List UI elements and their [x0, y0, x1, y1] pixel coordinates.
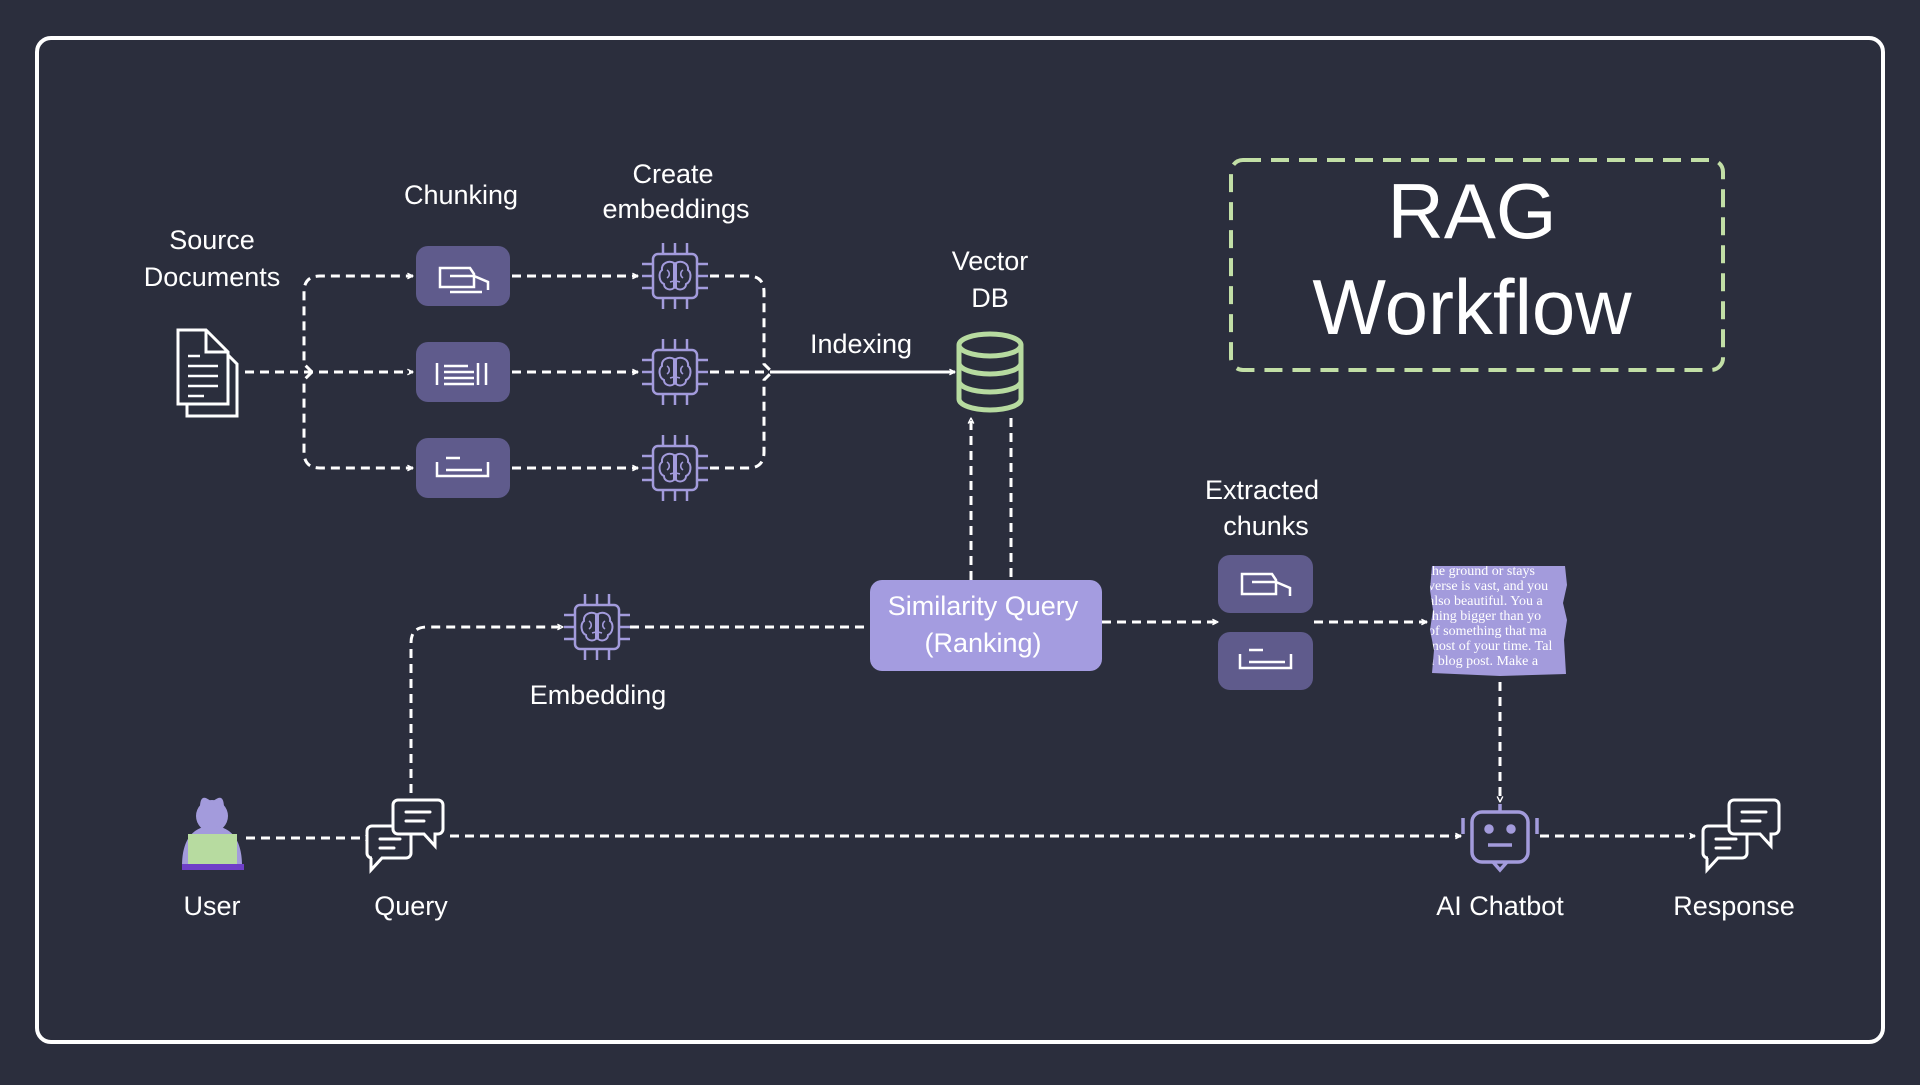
chat-bubbles-icon: [365, 798, 445, 872]
label-create-embeddings-1: Create: [632, 159, 713, 189]
connector-embed-3-merge: [710, 370, 774, 470]
chunk-lines-icon: [416, 342, 510, 402]
connector-embed-1-merge: [710, 274, 774, 374]
snippet-line-1: the ground or stays: [1428, 564, 1535, 579]
outer-frame: [35, 36, 1885, 1044]
brain-chip-icon: [640, 241, 710, 311]
snippet-line-2: verse is vast, and you: [1428, 579, 1548, 594]
label-vector-db-1: Vector: [952, 246, 1029, 276]
chunk-tray-icon: [1218, 632, 1313, 690]
similarity-query-box: Similarity Query (Ranking): [870, 580, 1102, 671]
label-query: Query: [374, 891, 448, 921]
title-box: RAG Workflow: [1229, 158, 1725, 372]
robot-icon: [1461, 804, 1539, 873]
label-chunking: Chunking: [404, 180, 518, 210]
snippet-line-3: also beautiful. You a: [1428, 594, 1544, 609]
context-snippet: the ground or stays verse is vast, and y…: [1428, 564, 1567, 676]
chunk-icon: [1218, 555, 1313, 613]
database-icon: [956, 331, 1024, 413]
label-vector-db-2: DB: [971, 283, 1009, 313]
label-source-documents-2: Documents: [144, 262, 281, 292]
title-line-1: RAG: [1387, 167, 1556, 255]
user-laptop-icon: [182, 797, 244, 870]
title-border: [1229, 158, 1725, 372]
snippet-line-5: of something that ma: [1428, 624, 1547, 639]
label-extracted-chunks-2: chunks: [1223, 511, 1309, 541]
label-create-embeddings-2: embeddings: [602, 194, 749, 224]
label-source-documents-1: Source: [169, 225, 255, 255]
label-user: User: [183, 891, 240, 921]
query-connectors: [246, 418, 1695, 838]
brain-chip-icon: [640, 433, 710, 503]
label-response: Response: [1673, 891, 1795, 921]
connector-query-embedding: [409, 627, 563, 808]
brain-chip-icon: [640, 337, 710, 407]
label-ai-chatbot: AI Chatbot: [1436, 891, 1564, 921]
label-embedding: Embedding: [530, 680, 667, 710]
document-icon: [176, 328, 239, 418]
title-line-2: Workflow: [1312, 263, 1632, 351]
chunk-icon: [416, 246, 510, 306]
similarity-query-line-2: (Ranking): [924, 628, 1041, 658]
label-extracted-chunks-1: Extracted: [1205, 475, 1319, 505]
snippet-line-6: most of your time. Tal: [1428, 639, 1552, 654]
connector-to-chunk-3: [302, 370, 413, 468]
chunk-tray-icon: [416, 438, 510, 498]
similarity-query-line-1: Similarity Query: [888, 591, 1079, 621]
connector-to-chunk-1: [302, 276, 413, 374]
chat-bubbles-icon: [1701, 798, 1781, 872]
snippet-line-4: thing bigger than yo: [1428, 609, 1541, 624]
label-indexing: Indexing: [810, 329, 912, 359]
snippet-line-7: a blog post. Make a: [1428, 654, 1539, 669]
brain-chip-icon: [562, 592, 632, 662]
indexing-connectors: [245, 276, 955, 468]
